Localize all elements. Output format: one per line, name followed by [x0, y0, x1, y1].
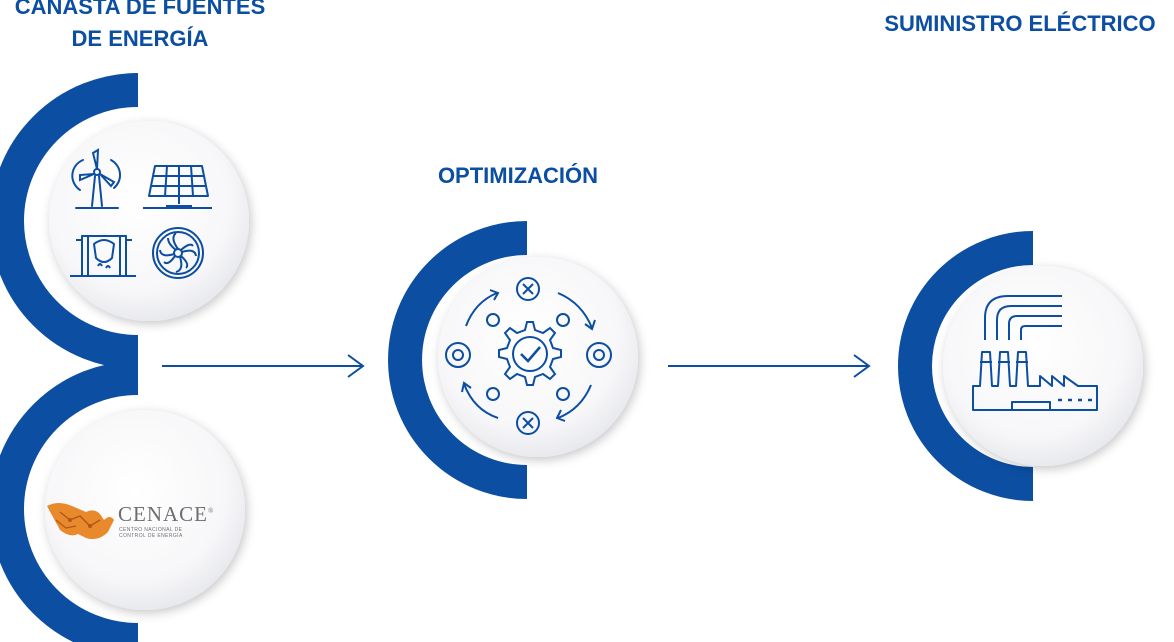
cenace-logo [47, 503, 114, 540]
optimization-title: OPTIMIZACIÓN [437, 163, 599, 188]
optimization-node [388, 221, 638, 499]
wind-turbine-icon [71, 148, 121, 209]
sources-title: CANASTA DE FUENTES DE ENERGÍA [14, 0, 266, 51]
supply-title: SUMINISTRO ELÉCTRICO [884, 11, 1156, 36]
cenace-subtitle: CENTRO NACIONAL DE CONTROL DE ENERGÍA [119, 527, 183, 539]
cenace-name: CENACE® [118, 502, 214, 527]
optimization-gear-icon [445, 277, 612, 435]
cenace-node [0, 361, 245, 642]
hydro-dam-icon [70, 235, 136, 277]
arrow-right-icon [668, 354, 871, 378]
factory-icon [972, 295, 1098, 411]
cenace-name-text: CENACE [118, 502, 208, 526]
arrow-right-icon [162, 354, 365, 378]
registered-mark: ® [208, 507, 215, 515]
sources-node [0, 73, 249, 369]
turbine-fan-icon [152, 227, 204, 279]
solar-panel-icon [143, 165, 212, 209]
supply-node [898, 231, 1143, 501]
